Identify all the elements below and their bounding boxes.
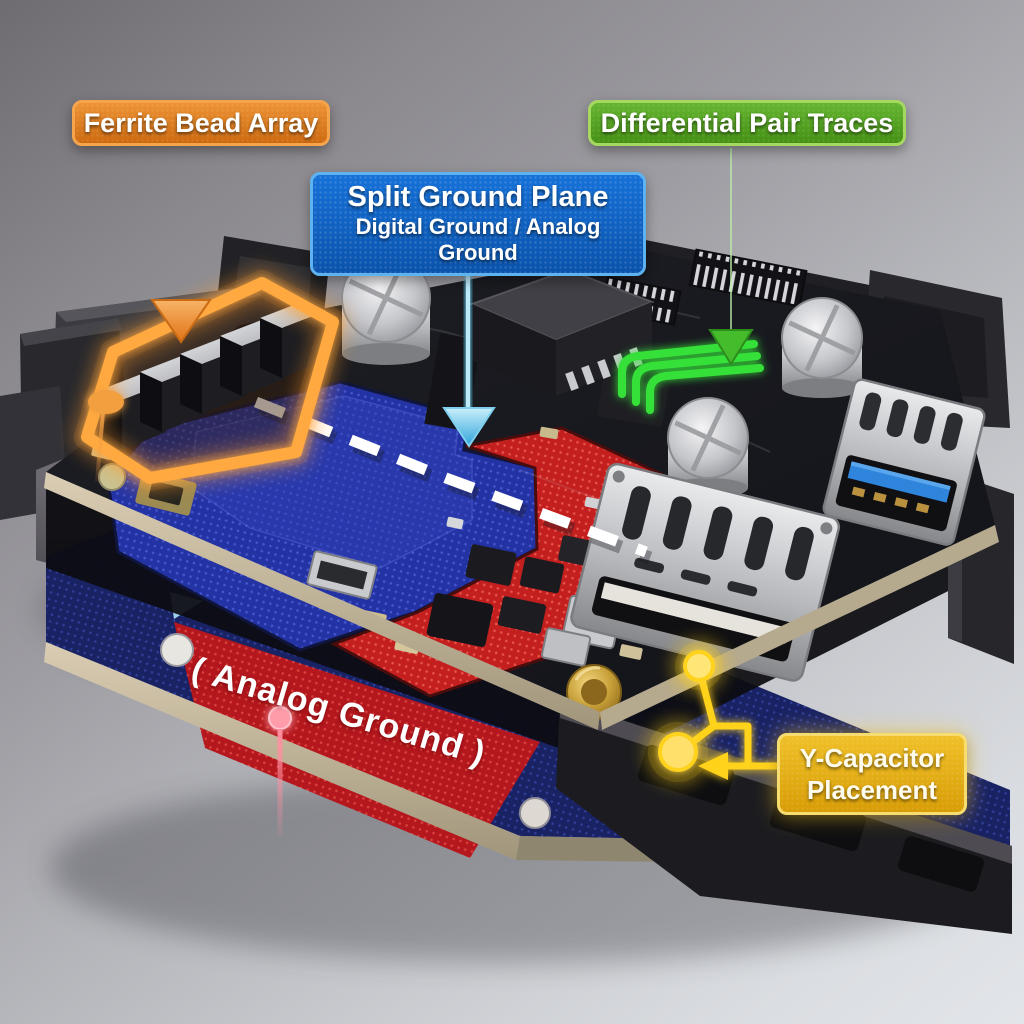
top-board <box>44 248 999 730</box>
callout-diff-label: Differential Pair Traces <box>600 108 894 138</box>
ferrite-bead-array <box>74 270 346 491</box>
ferrite-pointer <box>88 148 212 483</box>
callout-y-capacitor-placement: Y-Capacitor Placement <box>777 733 967 815</box>
usb3-port <box>822 378 986 546</box>
callout-differential-pair-traces: Differential Pair Traces <box>588 100 906 146</box>
y-capacitor-dot <box>683 650 715 682</box>
mounting-hole <box>519 797 551 829</box>
y-capacitor-dot <box>658 732 698 772</box>
orange-arrow-down-icon <box>150 299 212 344</box>
callout-ycap-line1: Y-Capacitor <box>799 743 945 773</box>
yellow-arrow-left-icon <box>698 752 728 780</box>
callout-split-subtitle: Digital Ground / Analog Ground <box>355 214 601 265</box>
split-pointer <box>442 252 496 448</box>
differential-pair-traces <box>618 340 764 414</box>
ground-split-divider <box>253 396 653 565</box>
mounting-hole <box>160 633 194 667</box>
callout-split-title: Split Ground Plane <box>347 181 609 213</box>
top-board-edge <box>44 472 600 730</box>
electrolytic-capacitor <box>341 253 431 365</box>
analog-ground-pointer <box>268 706 292 838</box>
annotation-markers <box>88 148 780 838</box>
lower-analog-ground-band <box>174 622 540 858</box>
diff-pointer <box>708 148 754 366</box>
electrolytic-capacitor <box>781 297 863 398</box>
green-arrow-down-icon <box>708 329 754 366</box>
usb-port-large <box>570 462 841 682</box>
callout-ferrite-bead-array: Ferrite Bead Array <box>72 100 330 146</box>
y-capacitor-marker <box>648 642 780 782</box>
cyan-arrow-down-icon <box>442 407 496 448</box>
callout-ferrite-label: Ferrite Bead Array <box>83 108 319 138</box>
callout-ycap-line2: Placement <box>806 775 938 805</box>
callout-split-ground-plane: Split Ground Plane Digital Ground / Anal… <box>310 172 646 276</box>
